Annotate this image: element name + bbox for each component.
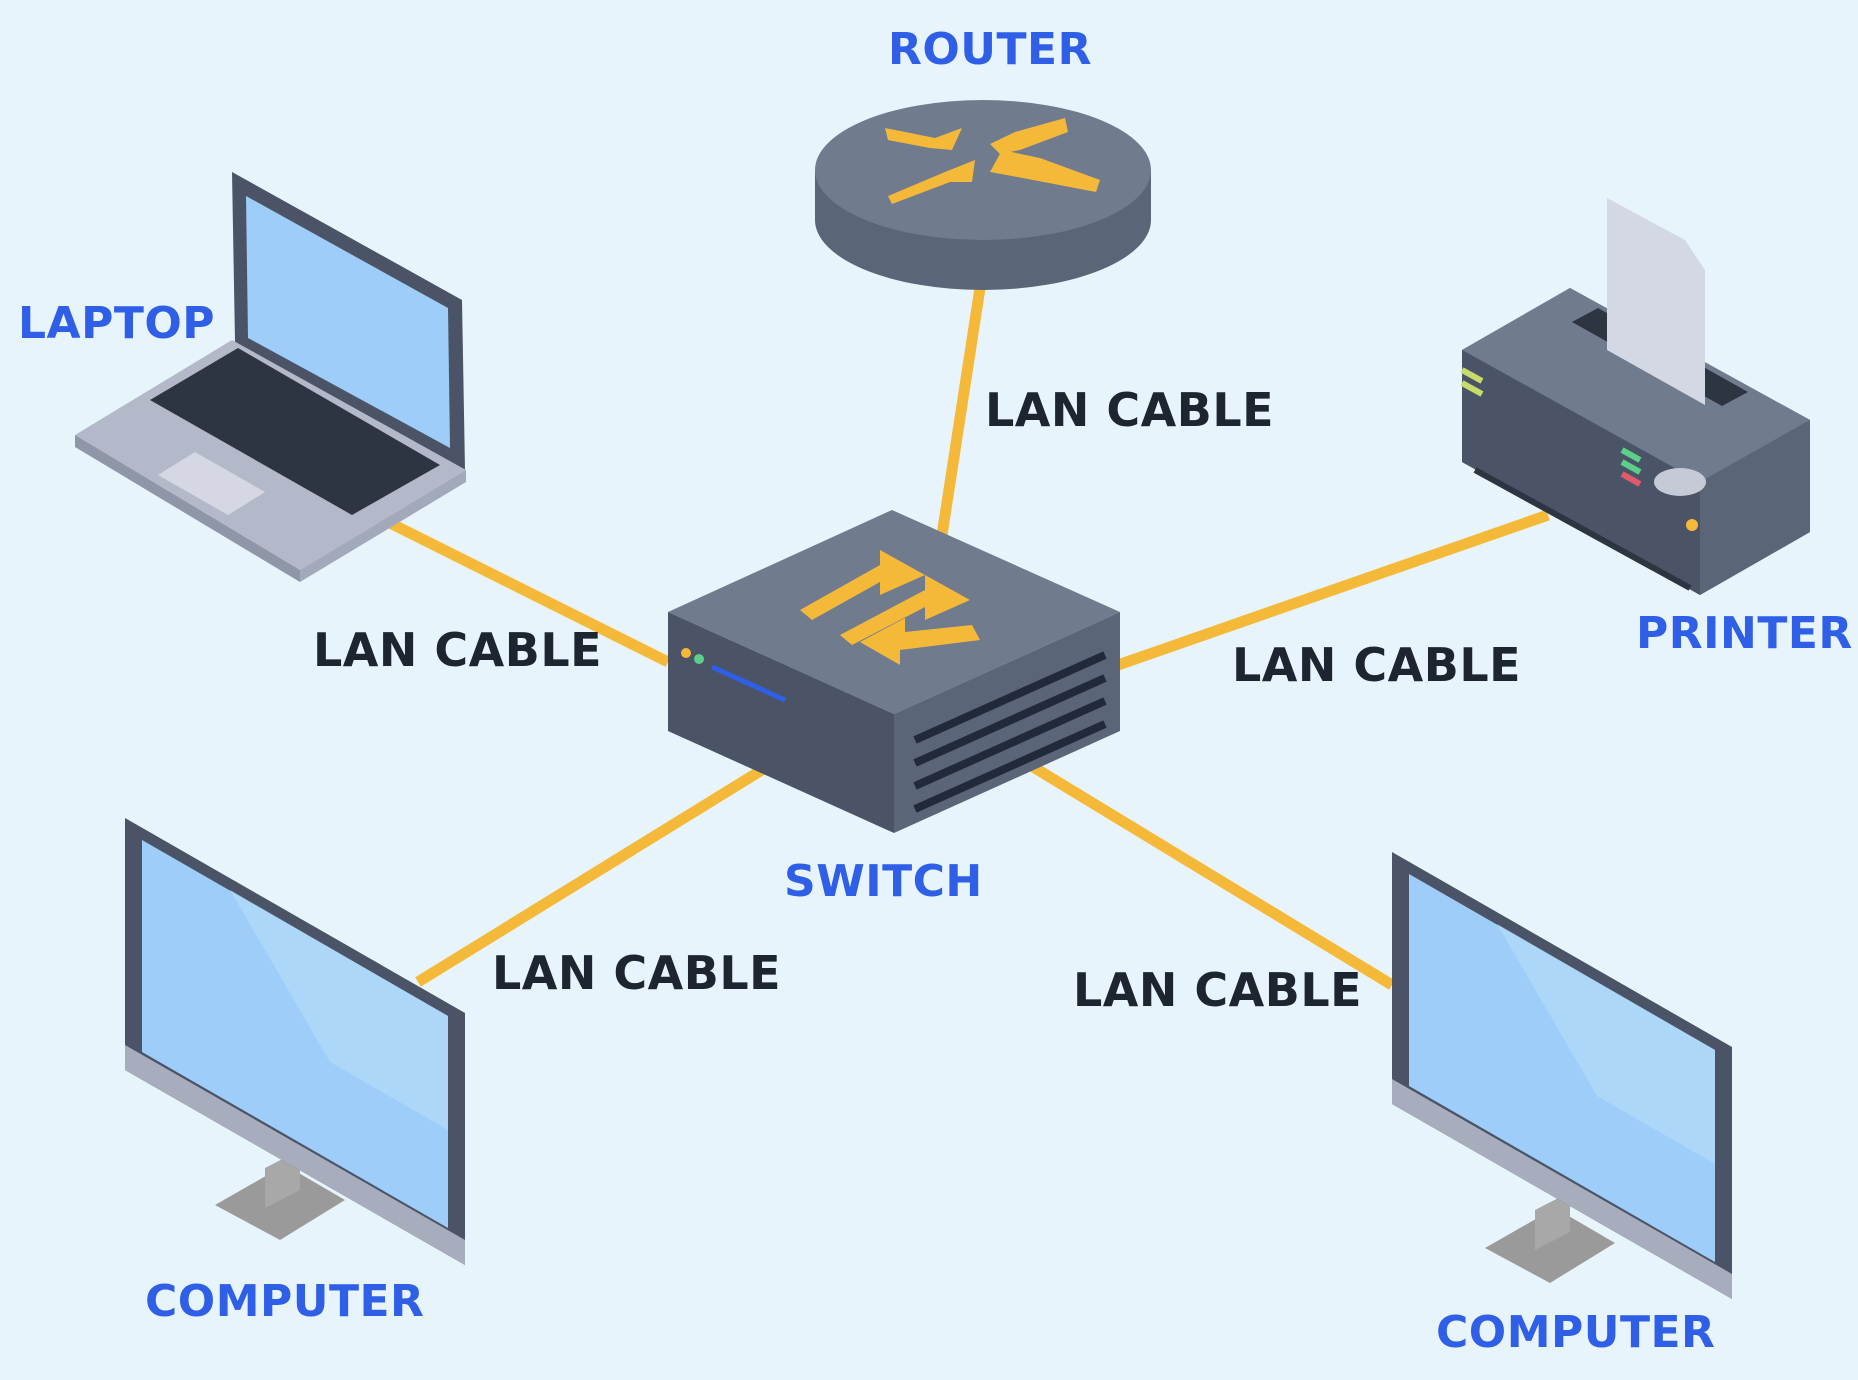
- computer-right-label: COMPUTER: [1436, 1307, 1716, 1358]
- switch-label: SWITCH: [784, 856, 983, 907]
- cable-switch-printer: [1116, 509, 1550, 671]
- printer-icon: [1460, 198, 1810, 595]
- laptop-icon: [75, 172, 466, 582]
- cable-label-router: LAN CABLE: [985, 383, 1275, 437]
- monitor-icon-left: [125, 818, 465, 1265]
- cable-switch-laptop: [377, 513, 671, 667]
- cable-label-computer-right: LAN CABLE: [1073, 963, 1363, 1017]
- router-icon: [815, 100, 1151, 290]
- cable-label-printer: LAN CABLE: [1232, 638, 1522, 692]
- cable-switch-router: [936, 287, 986, 536]
- cables: [377, 287, 1550, 990]
- computer-left-label: COMPUTER: [145, 1276, 425, 1327]
- cable-switch-computer-right: [1027, 760, 1395, 990]
- monitor-icon-right: [1392, 852, 1732, 1299]
- cable-label-laptop: LAN CABLE: [313, 623, 603, 677]
- laptop-label: LAPTOP: [18, 298, 216, 349]
- router-label: ROUTER: [888, 24, 1092, 75]
- printer-label: PRINTER: [1636, 608, 1853, 659]
- switch-icon: [668, 510, 1120, 833]
- cable-switch-computer-left: [415, 760, 773, 987]
- cable-label-computer-left: LAN CABLE: [492, 946, 782, 1000]
